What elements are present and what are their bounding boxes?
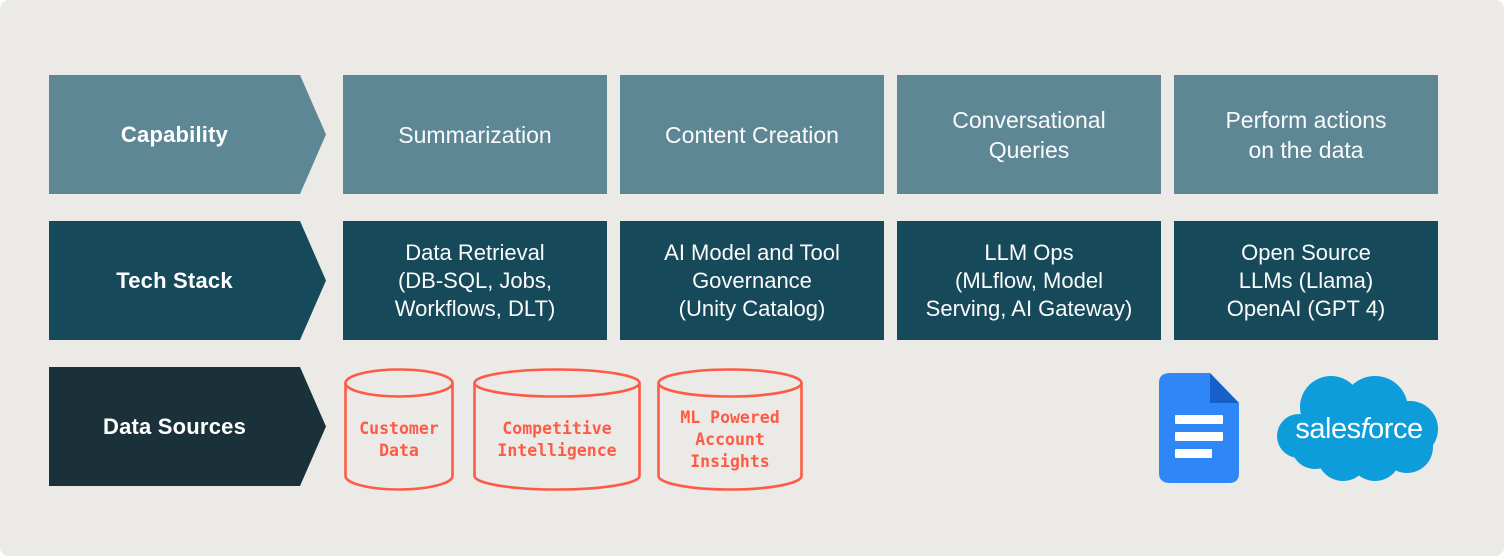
tech-stack-box-llm-ops: LLM Ops (MLflow, Model Serving, AI Gatew… bbox=[897, 221, 1161, 340]
capability-box-content-creation: Content Creation bbox=[620, 75, 884, 194]
cylinder-label: Competitive Intelligence bbox=[497, 418, 617, 460]
capability-arrow-label: Capability bbox=[120, 121, 229, 147]
tech-stack-arrow-label: Tech Stack bbox=[116, 267, 233, 293]
google-docs-icon bbox=[1158, 372, 1240, 484]
capability-arrow: Capability bbox=[49, 75, 326, 194]
salesforce-cloud-icon bbox=[1277, 376, 1438, 481]
cylinder-label: Customer Data bbox=[359, 418, 439, 460]
capability-box-summarization: Summarization bbox=[343, 75, 607, 194]
cylinder-ml-account-insights: ML Powered Account Insights bbox=[657, 368, 803, 491]
cylinder-competitive-intelligence: Competitive Intelligence bbox=[473, 368, 641, 491]
database-cylinder-icon bbox=[657, 368, 803, 491]
tech-stack-box-data-retrieval: Data Retrieval (DB-SQL, Jobs, Workflows,… bbox=[343, 221, 607, 340]
database-cylinder-icon bbox=[473, 368, 641, 491]
salesforce-wordmark-part: orce bbox=[1368, 413, 1423, 445]
tech-stack-box-open-source-llms: Open Source LLMs (Llama) OpenAI (GPT 4) bbox=[1174, 221, 1438, 340]
salesforce-wordmark-part: f bbox=[1360, 413, 1369, 445]
data-sources-arrow-label: Data Sources bbox=[102, 413, 246, 439]
capability-box-perform-actions: Perform actions on the data bbox=[1174, 75, 1438, 194]
salesforce-wordmark-part: sales bbox=[1295, 413, 1361, 445]
tech-stack-arrow: Tech Stack bbox=[49, 221, 326, 340]
data-sources-arrow: Data Sources bbox=[49, 367, 326, 486]
cylinder-label: ML Powered Account Insights bbox=[680, 407, 780, 471]
database-cylinder-icon bbox=[344, 368, 454, 491]
cylinder-customer-data: Customer Data bbox=[344, 368, 454, 491]
tech-stack-box-governance: AI Model and Tool Governance (Unity Cata… bbox=[620, 221, 884, 340]
capability-box-conversational-queries: Conversational Queries bbox=[897, 75, 1161, 194]
